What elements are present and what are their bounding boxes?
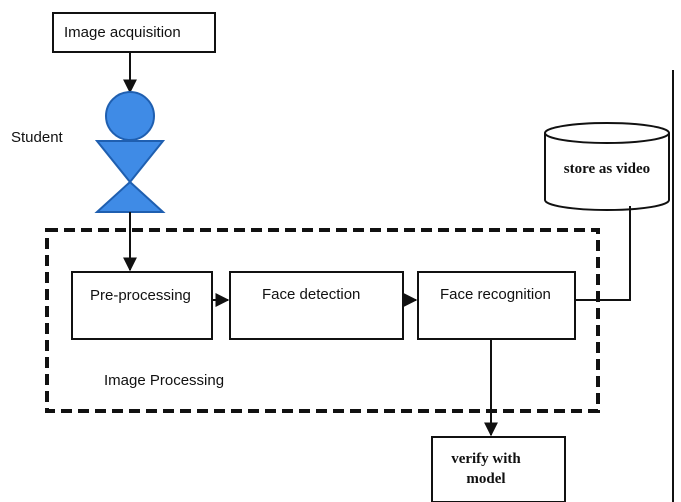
face-detection-label: Face detection [262, 286, 361, 303]
verify-model-box [431, 436, 566, 502]
preprocessing-box [71, 271, 213, 340]
image-acquisition-label: Image acquisition [64, 24, 181, 41]
store-as-video-label: store as video [563, 161, 651, 177]
face-recognition-box [417, 271, 576, 340]
image-processing-group-label: Image Processing [104, 372, 225, 389]
face-recognition-label: Face recognition [440, 286, 551, 303]
person-actor-icon [94, 91, 166, 213]
face-detection-box [229, 271, 404, 340]
image-acquisition-box [52, 12, 216, 53]
image-processing-group [45, 228, 600, 413]
connector-recognition-to-storage [575, 206, 631, 301]
verify-with-model-label: verify with model [451, 451, 521, 487]
student-label: Student [11, 129, 63, 146]
preprocessing-label: Pre-processing [90, 287, 191, 304]
database-cylinder-icon [544, 122, 670, 211]
